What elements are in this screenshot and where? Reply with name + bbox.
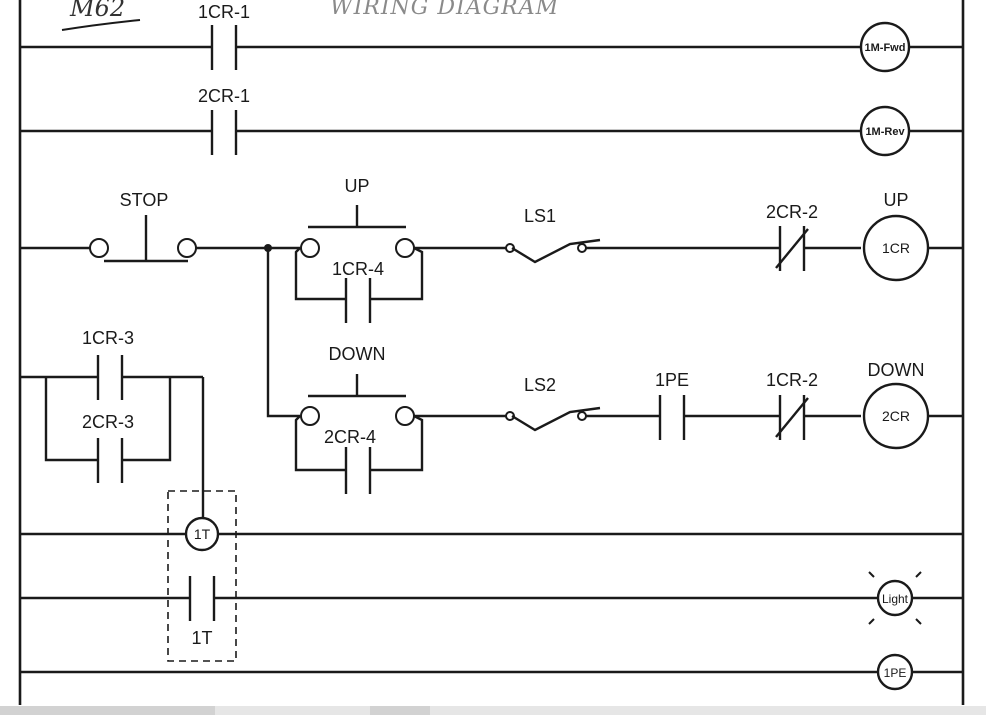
light-ray-icon bbox=[868, 618, 875, 625]
contact-1cr-1-label: 1CR-1 bbox=[198, 2, 250, 22]
rung-5: 1T bbox=[20, 490, 963, 662]
contact-2cr-2-label: 2CR-2 bbox=[766, 202, 818, 222]
rung-3: STOP UP 1CR-4 LS1 2CR-2 1CR UP bbox=[20, 176, 963, 323]
down-button-label: DOWN bbox=[329, 344, 386, 364]
ls2-switch-blade bbox=[511, 406, 601, 432]
coil-1cr-caption: UP bbox=[883, 190, 908, 210]
handwritten-underline bbox=[61, 19, 141, 31]
bottom-strip-segment bbox=[370, 706, 430, 715]
contact-2cr-3-label: 2CR-3 bbox=[82, 412, 134, 432]
light-ray-icon bbox=[868, 571, 875, 578]
rung-4: DOWN 2CR-4 LS2 1PE 1CR-2 2CR DOWN 1C bbox=[20, 248, 963, 518]
down-button-terminal-right bbox=[395, 406, 415, 426]
coil-1cr-label: 1CR bbox=[882, 240, 910, 256]
rung-7: 1PE bbox=[20, 653, 963, 691]
rung-1: 1CR-1 1M-Fwd bbox=[20, 2, 963, 73]
ls1-label: LS1 bbox=[524, 206, 556, 226]
ls2-terminal-right bbox=[577, 411, 587, 421]
up-button-label: UP bbox=[344, 176, 369, 196]
contact-2cr-1-label: 2CR-1 bbox=[198, 86, 250, 106]
coil-1m-fwd-label: 1M-Fwd bbox=[865, 42, 906, 54]
contact-1cr-3-label: 1CR-3 bbox=[82, 328, 134, 348]
ls1-terminal-right bbox=[577, 243, 587, 253]
coil-1m-rev-label: 1M-Rev bbox=[865, 126, 905, 138]
contact-1cr-2-label: 1CR-2 bbox=[766, 370, 818, 390]
light-ray-icon bbox=[915, 571, 922, 578]
rung-6: 1T Light bbox=[20, 571, 963, 648]
rung-2: 2CR-1 1M-Rev bbox=[20, 86, 963, 157]
stop-button-terminal-right bbox=[177, 238, 197, 258]
coil-1t-label: 1T bbox=[194, 526, 211, 542]
timer-dashed-box bbox=[167, 490, 237, 662]
handwritten-title: WIRING DIAGRAM bbox=[330, 0, 559, 20]
stop-button-label: STOP bbox=[120, 190, 169, 210]
contact-2cr-4-label: 2CR-4 bbox=[324, 427, 376, 447]
contact-1t-label: 1T bbox=[191, 628, 212, 648]
ls2-label: LS2 bbox=[524, 375, 556, 395]
light-ray-icon bbox=[915, 618, 922, 625]
ls1-switch-blade bbox=[511, 238, 601, 264]
contact-1pe-label: 1PE bbox=[655, 370, 689, 390]
down-button-terminal-left bbox=[300, 406, 320, 426]
coil-2cr-label: 2CR bbox=[882, 408, 910, 424]
contact-2cr-2-slash bbox=[775, 228, 809, 269]
contact-1cr-2-slash bbox=[775, 397, 809, 438]
up-button-terminal-left bbox=[300, 238, 320, 258]
pilot-light-label: Light bbox=[882, 592, 909, 606]
bottom-strip-segment bbox=[0, 706, 215, 715]
bottom-scroll-strip bbox=[0, 706, 986, 715]
up-button-terminal-right bbox=[395, 238, 415, 258]
contact-1cr-4-label: 1CR-4 bbox=[332, 259, 384, 279]
stop-button-terminal-left bbox=[89, 238, 109, 258]
coil-1pe-label: 1PE bbox=[884, 666, 907, 680]
handwritten-code: M62 bbox=[69, 0, 125, 22]
coil-2cr-caption: DOWN bbox=[868, 360, 925, 380]
